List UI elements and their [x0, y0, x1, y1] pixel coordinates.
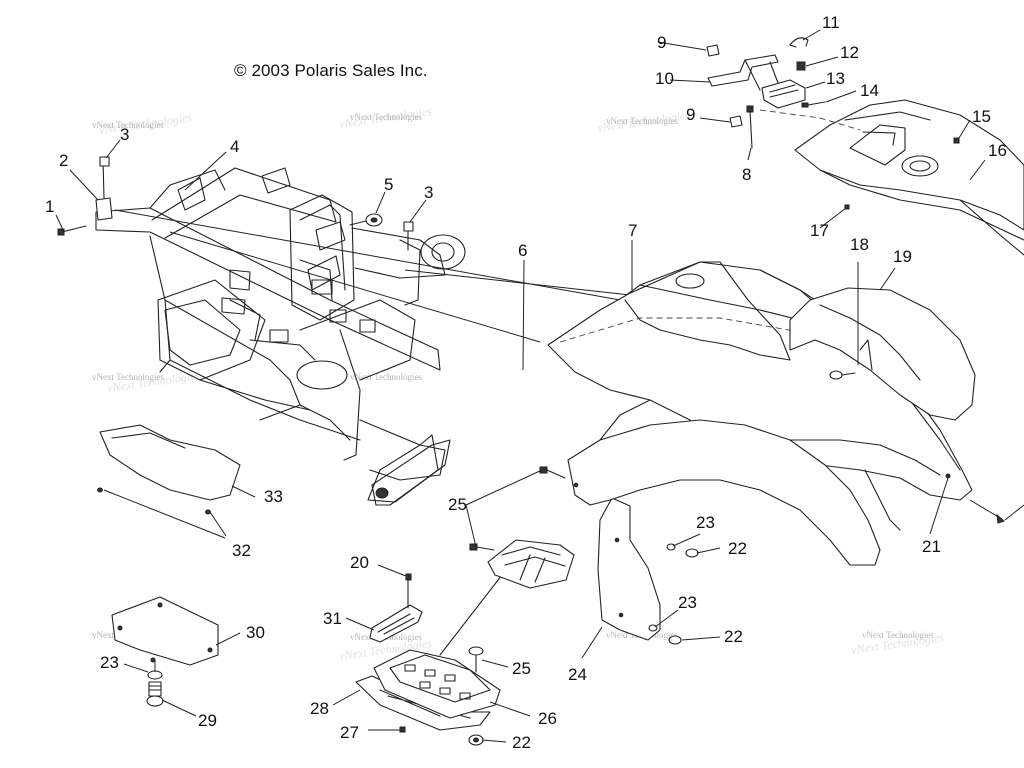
screw-27	[399, 726, 406, 733]
callout-20: 20	[350, 553, 369, 572]
clip-11	[789, 37, 809, 46]
callout-15: 15	[972, 107, 991, 126]
screw-18	[829, 370, 856, 380]
callout-13: 13	[826, 69, 845, 88]
callout-8: 8	[742, 165, 751, 184]
callout-12: 12	[840, 43, 859, 62]
callout-25-upper: 25	[448, 495, 467, 514]
nut-22-mid	[668, 635, 682, 645]
inner-fender-19	[789, 287, 976, 421]
callout-22-upper: 22	[728, 539, 747, 558]
callout-18: 18	[850, 235, 869, 254]
clip-9-lower	[729, 115, 743, 128]
callout-24: 24	[568, 665, 587, 684]
watermark: vNext Technologies	[350, 372, 422, 382]
washer-23-lower	[147, 670, 163, 680]
watermark: vNext Technologies	[92, 120, 164, 130]
callout-17: 17	[810, 221, 829, 240]
clip-9-upper	[706, 44, 720, 57]
bracket-10	[707, 54, 779, 87]
callout-33: 33	[264, 487, 283, 506]
fender-wheel-well	[567, 419, 881, 566]
callout-labels: 1 2 3 4 5 3 6 7 8 9 9 10 11 12 13 14 15 …	[45, 13, 1007, 752]
callout-9-lower: 9	[686, 105, 695, 124]
callout-30: 30	[246, 623, 265, 642]
callout-19: 19	[893, 247, 912, 266]
frame-assembly	[95, 167, 466, 506]
bolt-14	[801, 101, 826, 108]
callout-1: 1	[45, 197, 54, 216]
callout-3: 3	[120, 125, 129, 144]
screw-17	[844, 204, 850, 210]
step-bracket	[487, 539, 575, 589]
callout-4: 4	[230, 137, 239, 156]
callout-9-upper: 9	[657, 33, 666, 52]
bracket-2	[95, 197, 113, 221]
callout-28: 28	[310, 699, 329, 718]
callout-23-upper: 23	[696, 513, 715, 532]
callout-25-lower: 25	[512, 659, 531, 678]
callout-21: 21	[922, 537, 941, 556]
callout-31: 31	[323, 609, 342, 628]
screw-15	[953, 137, 960, 144]
fastener-29	[146, 681, 164, 707]
clip-5	[349, 213, 383, 227]
screw-20	[405, 573, 412, 609]
watermark: vNext Technologies	[606, 116, 678, 126]
callout-23-mid: 23	[678, 593, 697, 612]
callout-22-mid: 22	[724, 627, 743, 646]
nut-3-left	[99, 156, 110, 167]
callout-5: 5	[384, 175, 393, 194]
callout-6: 6	[518, 241, 527, 260]
callout-3-b: 3	[424, 183, 433, 202]
callout-27: 27	[340, 723, 359, 742]
callout-7: 7	[628, 221, 637, 240]
rear-fender-top-16	[794, 99, 1024, 231]
callout-16: 16	[988, 141, 1007, 160]
nut-3-center	[403, 221, 414, 232]
screw-8	[746, 105, 754, 149]
watermark: vNext Technologies	[92, 372, 164, 382]
nut-22-upper	[685, 548, 699, 558]
callout-2: 2	[59, 151, 68, 170]
callout-23-lower: 23	[100, 653, 119, 672]
callout-11: 11	[822, 13, 840, 32]
callout-14: 14	[860, 81, 879, 100]
callout-29: 29	[198, 711, 217, 730]
bolt-25-lower	[468, 646, 484, 673]
copyright-notice: © 2003 Polaris Sales Inc.	[234, 61, 428, 80]
skid-plate-30	[111, 596, 219, 666]
callout-26: 26	[538, 709, 557, 728]
connector-12	[796, 61, 806, 71]
callout-10: 10	[655, 69, 674, 88]
washer-23-upper	[666, 543, 676, 551]
bolt-25-upper	[469, 466, 566, 551]
callout-22-lower: 22	[512, 733, 531, 752]
watermark: vNext Technologies	[862, 630, 934, 640]
splash-guard-33	[99, 424, 241, 501]
leader-lines	[55, 29, 986, 743]
mud-flap-24	[597, 497, 661, 641]
watermark: vNext Technologies	[350, 112, 422, 122]
callout-32: 32	[232, 541, 251, 560]
module-13	[761, 79, 806, 109]
